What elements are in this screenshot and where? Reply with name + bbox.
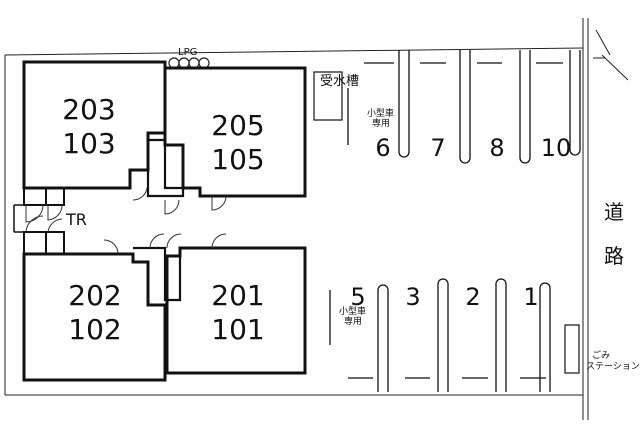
unit-202-102-outline (22, 252, 167, 382)
parking-slot-5: 5 (350, 283, 366, 311)
door-swings (25, 187, 227, 255)
parking-slot-2: 2 (465, 283, 481, 311)
unit-number-upper: 205 (211, 109, 265, 142)
compact-car-text: 小型車 (367, 109, 395, 119)
unit-202-102-label: 202 102 (50, 282, 140, 344)
garbage-station-label: ごみ ステーション (586, 351, 640, 372)
unit-number-lower: 105 (211, 143, 265, 176)
stair-core-lower (133, 246, 182, 302)
station-text: ステーション (586, 362, 640, 372)
parking-slot-7: 7 (430, 134, 446, 162)
unit-number-lower: 101 (211, 313, 265, 346)
road-label: 道路 (604, 200, 624, 268)
parking-slot-3: 3 (405, 283, 421, 311)
unit-number-upper: 201 (211, 279, 265, 312)
parking-slot-1: 1 (523, 283, 539, 311)
unit-number-upper: 203 (62, 93, 116, 126)
parking-slot-10: 10 (540, 134, 572, 162)
compact-car-label-bottom: 小型車 専用 (339, 308, 366, 327)
parking-slot-8: 8 (489, 134, 505, 162)
unit-203-103-label: 203 103 (44, 96, 134, 158)
unit-number-lower: 103 (62, 127, 116, 160)
water-tank-label: 受水槽 (320, 74, 360, 89)
exclusive-text: 専用 (344, 317, 363, 327)
garbage-text: ごみ (592, 351, 611, 361)
compact-car-text: 小型車 (339, 307, 367, 317)
parking-slot-6: 6 (375, 134, 391, 162)
compact-car-label-top: 小型車 専用 (367, 110, 394, 129)
parking-dividers-top (347, 50, 581, 164)
unit-201-101-label: 201 101 (193, 282, 283, 344)
utility-rooms (13, 187, 65, 255)
lpg-label: LPG (178, 47, 198, 58)
garbage-station-box (564, 324, 580, 374)
property-boundary (4, 18, 629, 420)
water-tank-box (313, 71, 343, 121)
unit-number-upper: 202 (68, 279, 122, 312)
unit-205-105-outline (163, 66, 307, 198)
parking-dividers-bottom (329, 278, 551, 392)
unit-number-lower: 102 (68, 313, 122, 346)
unit-205-105-label: 205 105 (193, 112, 283, 174)
stair-core-upper (146, 138, 185, 198)
tr-label: TR (66, 210, 87, 229)
exclusive-text: 専用 (372, 119, 391, 129)
